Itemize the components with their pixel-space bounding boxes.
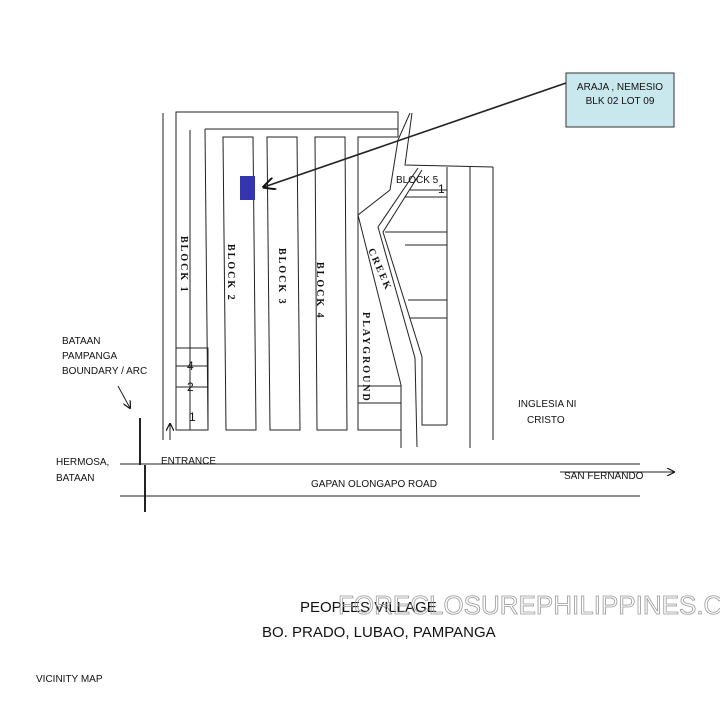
- lot-number: 1: [189, 410, 196, 424]
- playground-label: PLAYGROUND: [360, 312, 371, 403]
- watermark: FORECLOSUREPHILIPPINES.COM: [338, 590, 720, 620]
- callout-box: [565, 72, 675, 128]
- block1-label: BLOCK 1: [178, 236, 189, 294]
- highlighted-lot: [240, 176, 255, 200]
- callout-arrow: [264, 82, 567, 187]
- vicinity-map-label: VICINITY MAP: [36, 674, 103, 685]
- block5-label: BLOCK 5: [396, 175, 439, 186]
- boundary-label: PAMPANGA: [62, 351, 118, 362]
- hermosa-label: BATAAN: [56, 473, 95, 484]
- lot-number: 1: [438, 182, 445, 196]
- title-location: BO. PRADO, LUBAO, PAMPANGA: [262, 624, 496, 641]
- block2-outline: [222, 136, 257, 431]
- iglesia-label: INGLESIA NI: [518, 399, 576, 410]
- playground-outline: [357, 136, 402, 431]
- block3-outline: [266, 136, 301, 431]
- iglesia-label: CRISTO: [527, 415, 565, 426]
- lot-number: 2: [187, 380, 194, 394]
- boundary-label: BOUNDARY / ARC: [62, 366, 147, 377]
- block3-label: BLOCK 3: [276, 248, 287, 306]
- creek-line: [377, 167, 419, 448]
- block4-label: BLOCK 4: [314, 262, 325, 320]
- block4-outline: [314, 136, 348, 431]
- callout-owner: ARAJA , NEMESIO: [577, 82, 663, 93]
- creek-line: [397, 112, 411, 141]
- hermosa-label: HERMOSA,: [56, 457, 109, 468]
- boundary-label: BATAAN: [62, 336, 101, 347]
- lot-number: 4: [187, 359, 194, 373]
- creek-line: [382, 169, 447, 426]
- boundary-arrow: [117, 385, 130, 408]
- san-fernando-label: SAN FERNANDO: [564, 471, 644, 482]
- creek-bank: [404, 112, 494, 168]
- road-label: GAPAN OLONGAPO ROAD: [311, 479, 437, 490]
- block2-label: BLOCK 2: [225, 244, 236, 302]
- top-road: [175, 111, 399, 430]
- callout-lot: BLK 02 LOT 09: [586, 96, 655, 107]
- entrance-label: ENTRANCE: [161, 456, 216, 467]
- block1-edge: [204, 128, 209, 431]
- title-village: PEOPLES VILLAGE: [300, 599, 437, 616]
